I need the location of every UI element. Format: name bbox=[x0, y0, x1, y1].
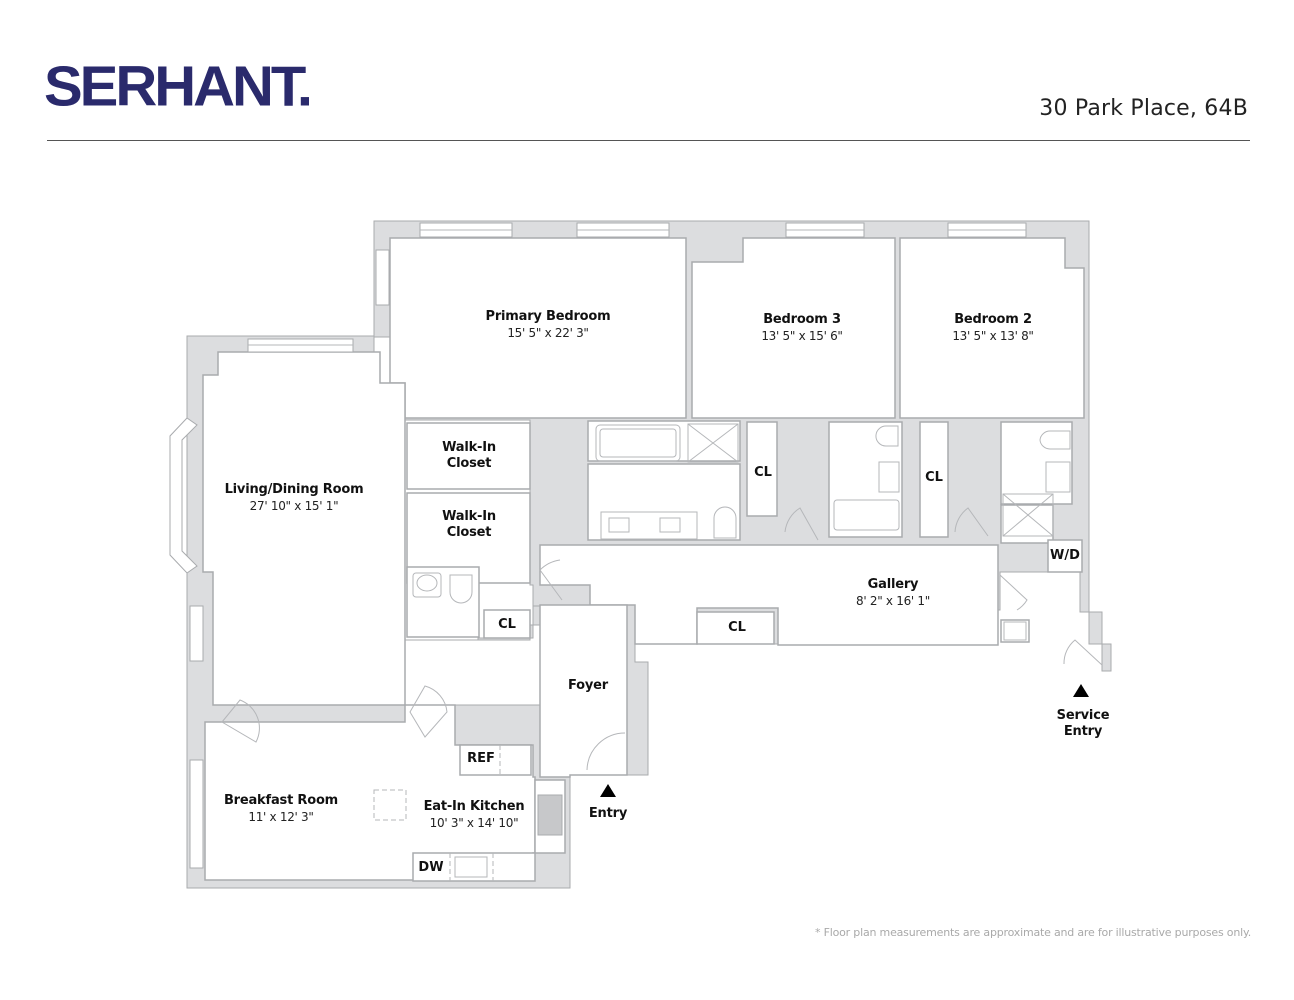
closet-label: CL bbox=[925, 470, 943, 485]
disclaimer-note: * Floor plan measurements are approximat… bbox=[815, 926, 1251, 939]
entry-label: Entry bbox=[588, 806, 628, 821]
closet-label: CL bbox=[728, 620, 746, 635]
room-name: Bedroom 3 bbox=[763, 312, 841, 327]
room-dimensions: 15' 5" x 22' 3" bbox=[507, 326, 589, 340]
door-swings bbox=[221, 507, 1103, 771]
room-name: Living/Dining Room bbox=[224, 482, 364, 497]
room-bedroom-2: Bedroom 2 13' 5" x 13' 8" bbox=[952, 312, 1034, 344]
room-dimensions: 27' 10" x 15' 1" bbox=[249, 499, 339, 513]
entry-arrow-icon bbox=[600, 784, 616, 797]
dishwasher-label: DW bbox=[418, 860, 444, 875]
room-dimensions: 13' 5" x 13' 8" bbox=[952, 329, 1034, 343]
unit-address: 30 Park Place, 64B bbox=[1039, 96, 1248, 121]
room-eat-in-kitchen: Eat-In Kitchen 10' 3" x 14' 10" bbox=[424, 799, 525, 831]
closet-label: CL bbox=[754, 465, 772, 480]
room-dimensions: 8' 2" x 16' 1" bbox=[856, 594, 930, 608]
windows bbox=[169, 222, 1027, 869]
service-entry-label: Service Entry bbox=[1056, 708, 1110, 739]
room-walk-in-closet-1: Walk-In Closet bbox=[434, 440, 504, 472]
room-gallery: Gallery 8' 2" x 16' 1" bbox=[856, 577, 930, 609]
service-entry-arrow-icon bbox=[1073, 684, 1089, 697]
room-name: Breakfast Room bbox=[223, 793, 339, 808]
room-name: Gallery bbox=[867, 577, 919, 592]
room-breakfast-room: Breakfast Room 11' x 12' 3" bbox=[224, 793, 338, 825]
header-divider bbox=[47, 140, 1250, 141]
room-name: Primary Bedroom bbox=[485, 309, 611, 324]
brand-logo: SERHANT. bbox=[44, 54, 313, 119]
fixtures bbox=[373, 423, 1071, 882]
room-name: Foyer bbox=[568, 678, 608, 693]
closet-label: CL bbox=[498, 617, 516, 632]
room-dimensions: 10' 3" x 14' 10" bbox=[429, 816, 519, 830]
room-name: Bedroom 2 bbox=[954, 312, 1032, 327]
room-dimensions: 13' 5" x 15' 6" bbox=[761, 329, 843, 343]
room-dimensions: 11' x 12' 3" bbox=[248, 810, 314, 824]
refrigerator-label: REF bbox=[467, 751, 495, 766]
room-interiors bbox=[202, 237, 1085, 881]
room-name: Walk-In Closet bbox=[442, 509, 496, 540]
room-living-dining: Living/Dining Room 27' 10" x 15' 1" bbox=[225, 482, 364, 514]
washer-dryer-label: W/D bbox=[1050, 548, 1080, 563]
room-bedroom-3: Bedroom 3 13' 5" x 15' 6" bbox=[761, 312, 843, 344]
room-walk-in-closet-2: Walk-In Closet bbox=[434, 509, 504, 541]
room-name: Walk-In Closet bbox=[442, 440, 496, 471]
room-foyer: Foyer bbox=[568, 678, 608, 694]
room-primary-bedroom: Primary Bedroom 15' 5" x 22' 3" bbox=[486, 309, 611, 341]
room-name: Eat-In Kitchen bbox=[423, 799, 525, 814]
